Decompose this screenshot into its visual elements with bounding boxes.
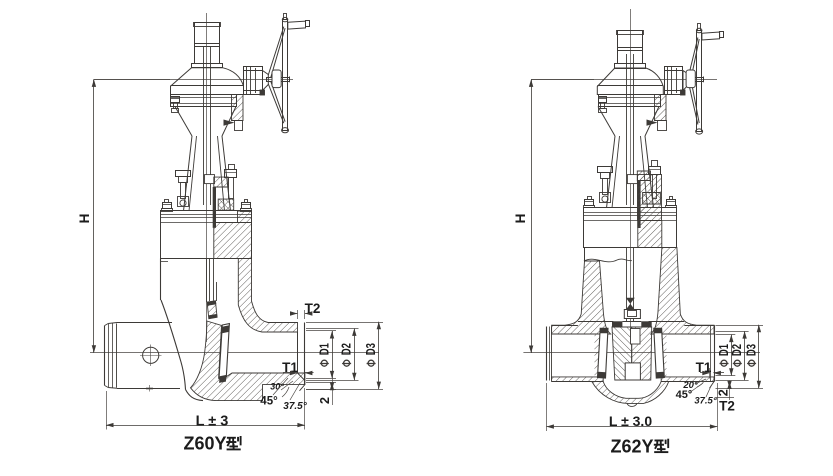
- svg-text:D3: D3: [363, 343, 378, 355]
- svg-text:L ± 3: L ± 3: [196, 414, 229, 430]
- svg-text:37.5°: 37.5°: [694, 396, 716, 407]
- svg-text:L ± 3.0: L ± 3.0: [609, 413, 652, 429]
- svg-text:45°: 45°: [676, 389, 693, 401]
- svg-text:20°: 20°: [682, 380, 698, 391]
- svg-text:2: 2: [318, 397, 332, 404]
- svg-text:D2: D2: [339, 343, 354, 355]
- svg-text:D1: D1: [316, 343, 331, 355]
- svg-text:T2: T2: [305, 301, 321, 316]
- svg-text:T2: T2: [719, 399, 735, 414]
- svg-text:37.5°: 37.5°: [283, 401, 307, 412]
- svg-text:H: H: [513, 214, 528, 224]
- svg-text:D3: D3: [743, 344, 758, 356]
- svg-text:2: 2: [717, 389, 731, 396]
- svg-text:30°: 30°: [270, 382, 284, 392]
- svg-text:D2: D2: [729, 344, 744, 356]
- svg-text:D1: D1: [716, 344, 731, 356]
- svg-text:45°: 45°: [260, 396, 278, 408]
- svg-text:T1: T1: [282, 360, 298, 375]
- svg-text:T1: T1: [696, 360, 712, 375]
- svg-text:H: H: [77, 214, 92, 224]
- svg-text:Z62Y: Z62Y: [611, 436, 654, 456]
- svg-text:Z60Y: Z60Y: [184, 434, 227, 454]
